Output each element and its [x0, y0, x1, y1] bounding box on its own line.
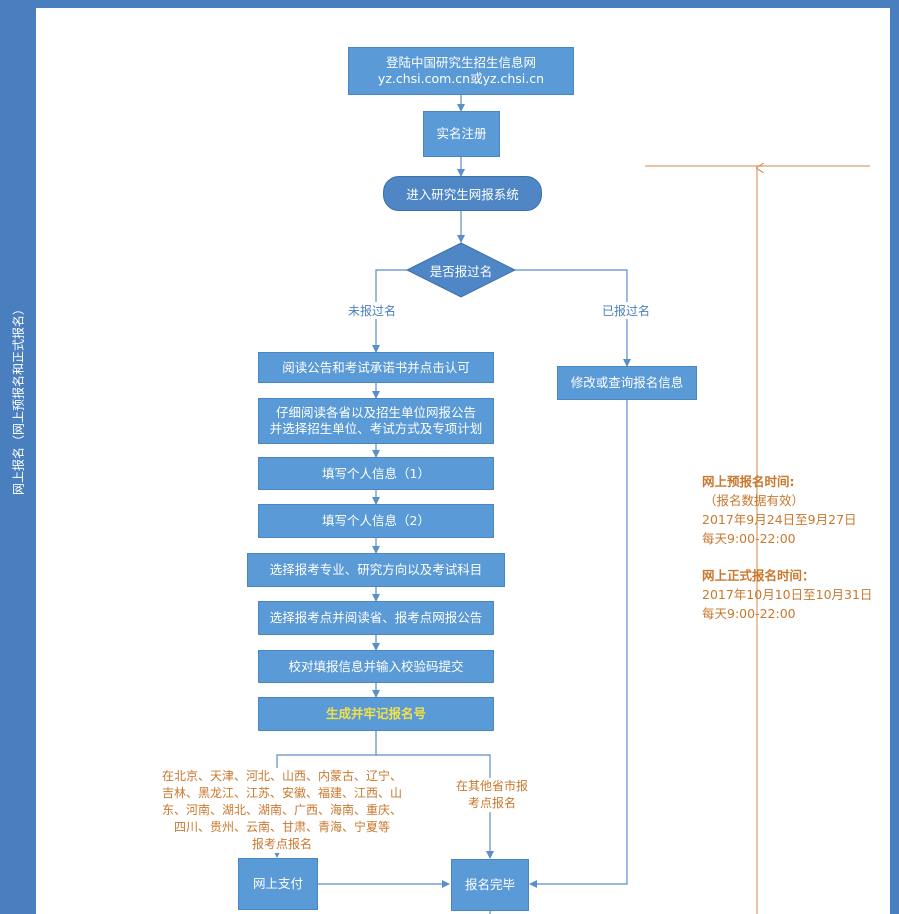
step-1: 阅读公告和考试承诺书并点击认可: [258, 352, 494, 383]
formal-registration-daily: 每天9:00-22:00: [702, 606, 796, 621]
step-4: 填写个人信息（2）: [258, 504, 494, 538]
timeline-info: 网上预报名时间: （报名数据有效） 2017年9月24日至9月27日 每天9:0…: [702, 472, 882, 623]
edge-split-right: [376, 754, 494, 859]
pre-registration-daily: 每天9:00-22:00: [702, 531, 796, 546]
step-8-generate-number: 生成并牢记报名号: [258, 697, 494, 731]
edge-decision-yes: [515, 269, 631, 367]
step-7: 校对填报信息并输入校验码提交: [258, 650, 494, 683]
decision-diamond: [405, 242, 517, 298]
step-2: 仔细阅读各省以及招生单位网报公告 并选择招生单位、考试方式及专项计划: [258, 398, 494, 444]
right-border: [890, 0, 899, 914]
step-6: 选择报考点并阅读省、报考点网报公告: [258, 601, 494, 635]
pre-registration-note: （报名数据有效）: [704, 493, 805, 508]
login-box: 登陆中国研究生招生信息网 yz.chsi.com.cn或yz.chsi.cn: [348, 47, 574, 95]
enter-system-pill: 进入研究生网报系统: [383, 176, 542, 211]
done-box: 报名完毕: [451, 859, 529, 911]
decision-label: 是否报过名: [429, 264, 493, 279]
edge-decision-no: [372, 269, 407, 353]
edge-modify-done: [529, 400, 628, 888]
modify-box: 修改或查询报名信息: [557, 366, 697, 400]
step-3: 填写个人信息（1）: [258, 457, 494, 490]
step-5: 选择报考专业、研究方向以及考试科目: [247, 553, 505, 587]
branch-no-label: 未报过名: [346, 302, 399, 319]
formal-registration-title: 网上正式报名时间：: [702, 568, 815, 583]
top-border: [0, 0, 899, 8]
pay-box: 网上支付: [238, 858, 318, 910]
pre-registration-title: 网上预报名时间:: [702, 474, 795, 489]
pre-registration-dates: 2017年9月24日至9月27日: [702, 512, 857, 527]
other-provinces-note: 在其他省市报 考点报名: [448, 778, 536, 812]
register-box: 实名注册: [423, 111, 500, 157]
sidebar: 网上报名（网上预报名和正式报名）: [0, 0, 36, 914]
branch-yes-label: 已报过名: [600, 302, 653, 319]
formal-registration-dates: 2017年10月10日至10月31日: [702, 587, 873, 602]
provinces-note: 在北京、天津、河北、山西、内蒙古、辽宁、 吉林、黑龙江、江苏、安徽、福建、江西、…: [158, 768, 406, 853]
